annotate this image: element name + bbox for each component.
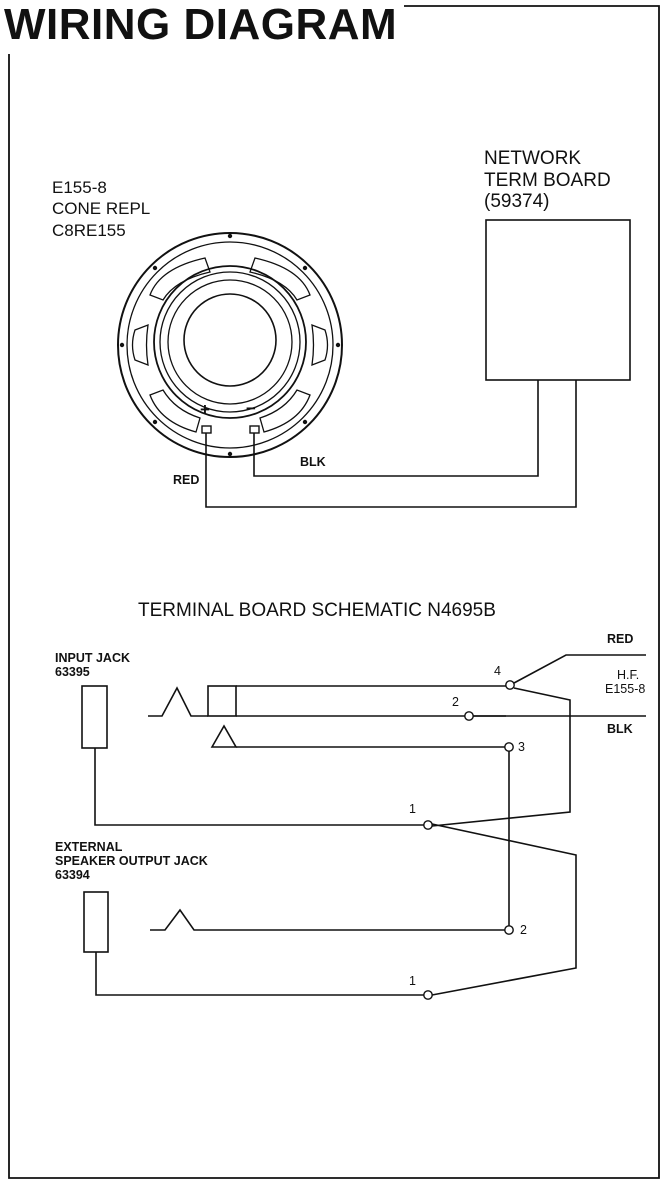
external-jack-label-1: EXTERNAL bbox=[55, 840, 123, 854]
terminal-1-upper-label: 1 bbox=[409, 802, 416, 816]
terminal-4 bbox=[505, 680, 515, 690]
speaker-icon bbox=[117, 232, 343, 458]
terminal-1-lower bbox=[423, 990, 433, 1000]
terminal-2-lower-label: 2 bbox=[520, 923, 527, 937]
speaker-plus-terminal-label: + bbox=[200, 400, 210, 419]
terminal-2-upper-label: 2 bbox=[452, 695, 459, 709]
terminal-2-lower bbox=[504, 925, 514, 935]
hf-model-label: E155-8 bbox=[605, 682, 645, 696]
speaker-minus-terminal-label: − bbox=[246, 399, 256, 418]
terminal-1-upper bbox=[423, 820, 433, 830]
input-jack-part-label: 63395 bbox=[55, 665, 90, 679]
network-label-3: (59374) bbox=[484, 191, 550, 212]
page-title: WIRING DIAGRAM bbox=[4, 0, 397, 49]
blk-wire bbox=[253, 380, 539, 477]
terminal-3 bbox=[504, 742, 514, 752]
diagram-frame bbox=[8, 5, 660, 1179]
speaker-cone-label: CONE REPL bbox=[52, 199, 150, 218]
speaker-part-label: C8RE155 bbox=[52, 221, 126, 240]
input-jack-sleeve bbox=[207, 685, 237, 717]
input-jack-ring-symbol bbox=[210, 724, 238, 748]
network-term-board bbox=[485, 219, 631, 381]
external-jack-label-2: SPEAKER OUTPUT JACK bbox=[55, 854, 208, 868]
terminal-3-label: 3 bbox=[518, 740, 525, 754]
external-jack-part-label: 63394 bbox=[55, 868, 90, 882]
terminal-1-lower-label: 1 bbox=[409, 974, 416, 988]
network-label-2: TERM BOARD bbox=[484, 170, 611, 191]
input-jack-tip-symbol bbox=[148, 686, 208, 717]
hf-label: H.F. bbox=[617, 668, 639, 682]
input-jack-body bbox=[81, 685, 108, 749]
network-label-1: NETWORK bbox=[484, 148, 581, 169]
red-wire-label: RED bbox=[173, 473, 199, 487]
input-jack-label: INPUT JACK bbox=[55, 651, 130, 665]
terminal-4-label: 4 bbox=[494, 664, 501, 678]
external-jack-body bbox=[83, 891, 109, 953]
speaker-model-label: E155-8 bbox=[52, 178, 107, 197]
terminal-2-upper bbox=[464, 711, 474, 721]
blk-wire-label: BLK bbox=[300, 455, 326, 469]
red-wire bbox=[205, 380, 577, 508]
schematic-title: TERMINAL BOARD SCHEMATIC N4695B bbox=[138, 600, 496, 621]
hf-red-label: RED bbox=[607, 632, 633, 646]
hf-red-wire bbox=[513, 654, 646, 684]
external-jack-tip-symbol bbox=[150, 908, 505, 931]
hf-blk-label: BLK bbox=[607, 722, 633, 736]
